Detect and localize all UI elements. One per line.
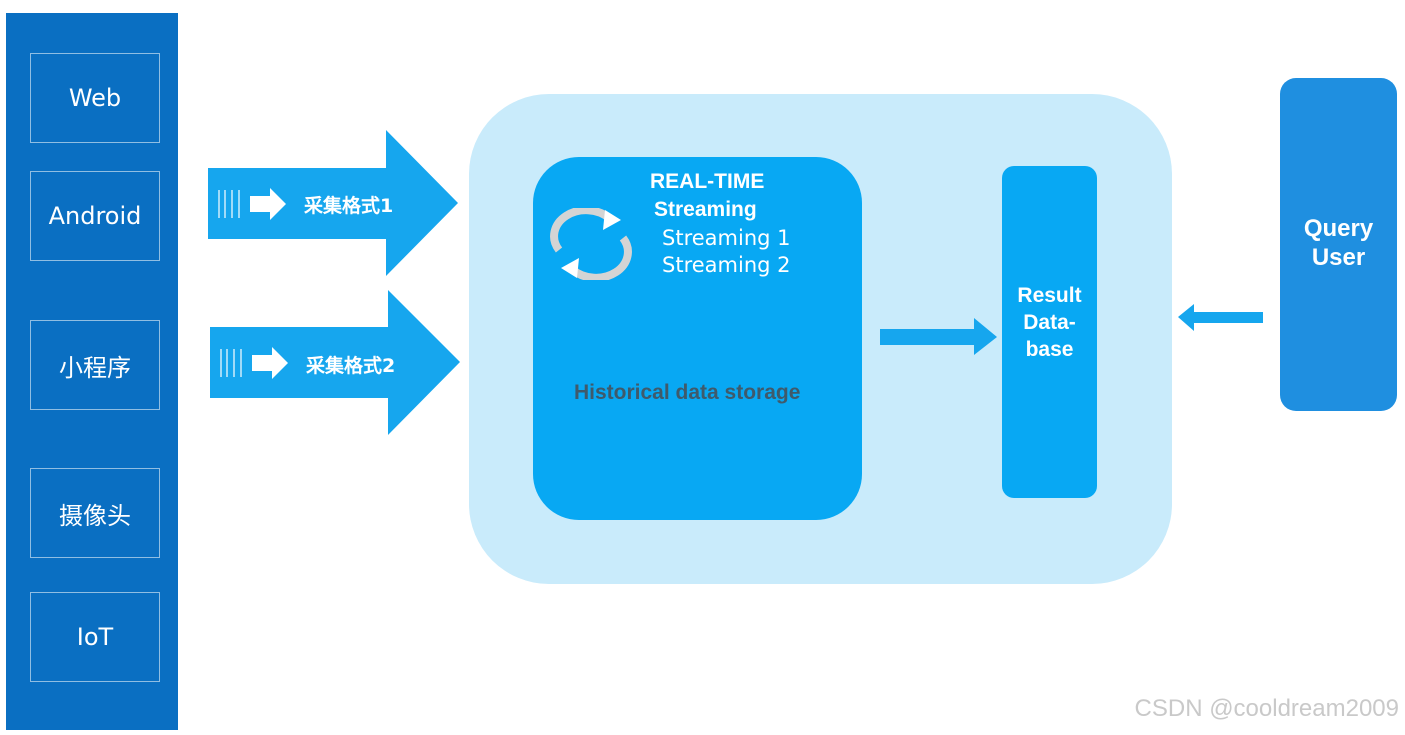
- result-line-2: Data-: [1023, 311, 1076, 334]
- to-result-arrow: [880, 318, 997, 355]
- source-web-label: Web: [68, 84, 122, 112]
- query-user-box: [1280, 78, 1397, 411]
- source-android-label: Android: [48, 202, 142, 230]
- source-mini-program: 小程序: [30, 320, 160, 410]
- result-line-1: Result: [1017, 284, 1082, 307]
- result-database-label: Result Data- base: [1002, 282, 1097, 363]
- data-sources-panel: Web Android 小程序 摄像头 IoT: [6, 13, 178, 730]
- source-camera-label: 摄像头: [59, 501, 131, 530]
- source-android: Android: [30, 171, 160, 261]
- stream-item-1: Streaming 1: [662, 226, 791, 250]
- query-user-label: Query User: [1280, 214, 1397, 272]
- collect-format-2-label: 采集格式2: [306, 355, 396, 377]
- collect-format-2-arrow: [210, 290, 460, 435]
- query-arrow: [1178, 304, 1263, 331]
- query-line-1: Query: [1303, 215, 1374, 242]
- source-iot: IoT: [30, 592, 160, 682]
- source-web: Web: [30, 53, 160, 143]
- realtime-title-line-1: REAL-TIME: [650, 170, 765, 193]
- realtime-streaming-box: [533, 157, 862, 520]
- source-mini-program-label: 小程序: [59, 353, 131, 382]
- collect-format-1-arrow: [208, 130, 458, 276]
- refresh-icon: [550, 208, 632, 280]
- collect-format-1-label: 采集格式1: [304, 195, 394, 217]
- stream-item-2: Streaming 2: [662, 253, 791, 277]
- source-camera: 摄像头: [30, 468, 160, 558]
- realtime-title-line-2: Streaming: [654, 198, 757, 221]
- result-database-box: [1002, 166, 1097, 498]
- result-line-3: base: [1025, 338, 1074, 361]
- query-line-2: User: [1311, 244, 1366, 271]
- watermark: CSDN @cooldream2009: [1134, 695, 1399, 722]
- realtime-title: REAL-TIME Streaming: [650, 168, 764, 224]
- historical-storage-label: Historical data storage: [574, 381, 801, 404]
- source-iot-label: IoT: [76, 623, 114, 651]
